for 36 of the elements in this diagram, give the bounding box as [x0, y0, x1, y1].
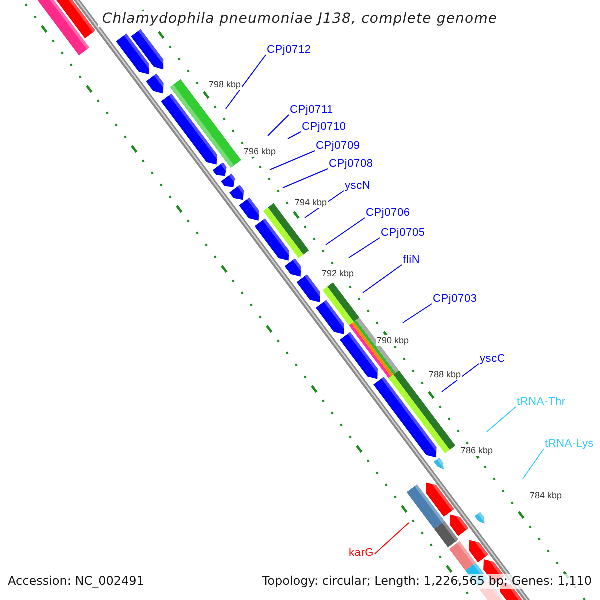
gene-label: karG: [349, 546, 374, 560]
leader-line: [226, 54, 266, 110]
gene-label: CPj0712: [267, 43, 312, 57]
leader-line: [282, 168, 328, 188]
position-label: 786 kbp: [460, 446, 494, 456]
position-label: 788 kbp: [428, 370, 462, 380]
gene-label: CPj0709: [316, 139, 360, 153]
gene-label: CPj0705: [381, 226, 426, 240]
leader-line: [522, 448, 544, 480]
position-label: 790 kbp: [376, 336, 410, 346]
gene-label: tRNA-Lys: [545, 437, 594, 451]
gene-label: yscC: [480, 352, 506, 366]
leader-line: [402, 304, 432, 324]
position-label: 798 kbp: [208, 80, 242, 90]
accession-number: Accession: NC_002491: [8, 574, 144, 589]
position-label: 796 kbp: [242, 146, 278, 158]
position-label: 784 kbp: [528, 490, 564, 502]
gene-label: CPj0703: [433, 292, 478, 306]
leader-line: [326, 218, 366, 246]
gene-label: CPj0711: [290, 103, 334, 117]
gene-label: CPj0706: [366, 206, 410, 220]
leader-line: [268, 114, 290, 136]
leader-line: [362, 264, 402, 294]
position-label: 794 kbp: [294, 198, 328, 208]
gene-label: tRNA-Thr: [517, 395, 566, 409]
position-label: 792 kbp: [320, 268, 356, 280]
leader-line: [270, 150, 316, 170]
leader-line: [442, 364, 480, 392]
leader-line: [374, 522, 410, 554]
gene-label: CPj0708: [329, 157, 374, 171]
leader-line: [288, 132, 302, 140]
gene-label: yscN: [345, 179, 371, 193]
gene-label: CPj0710: [302, 120, 346, 134]
leader-line: [486, 406, 516, 432]
leader-line: [348, 238, 380, 258]
gene-label: fliN: [403, 253, 420, 267]
